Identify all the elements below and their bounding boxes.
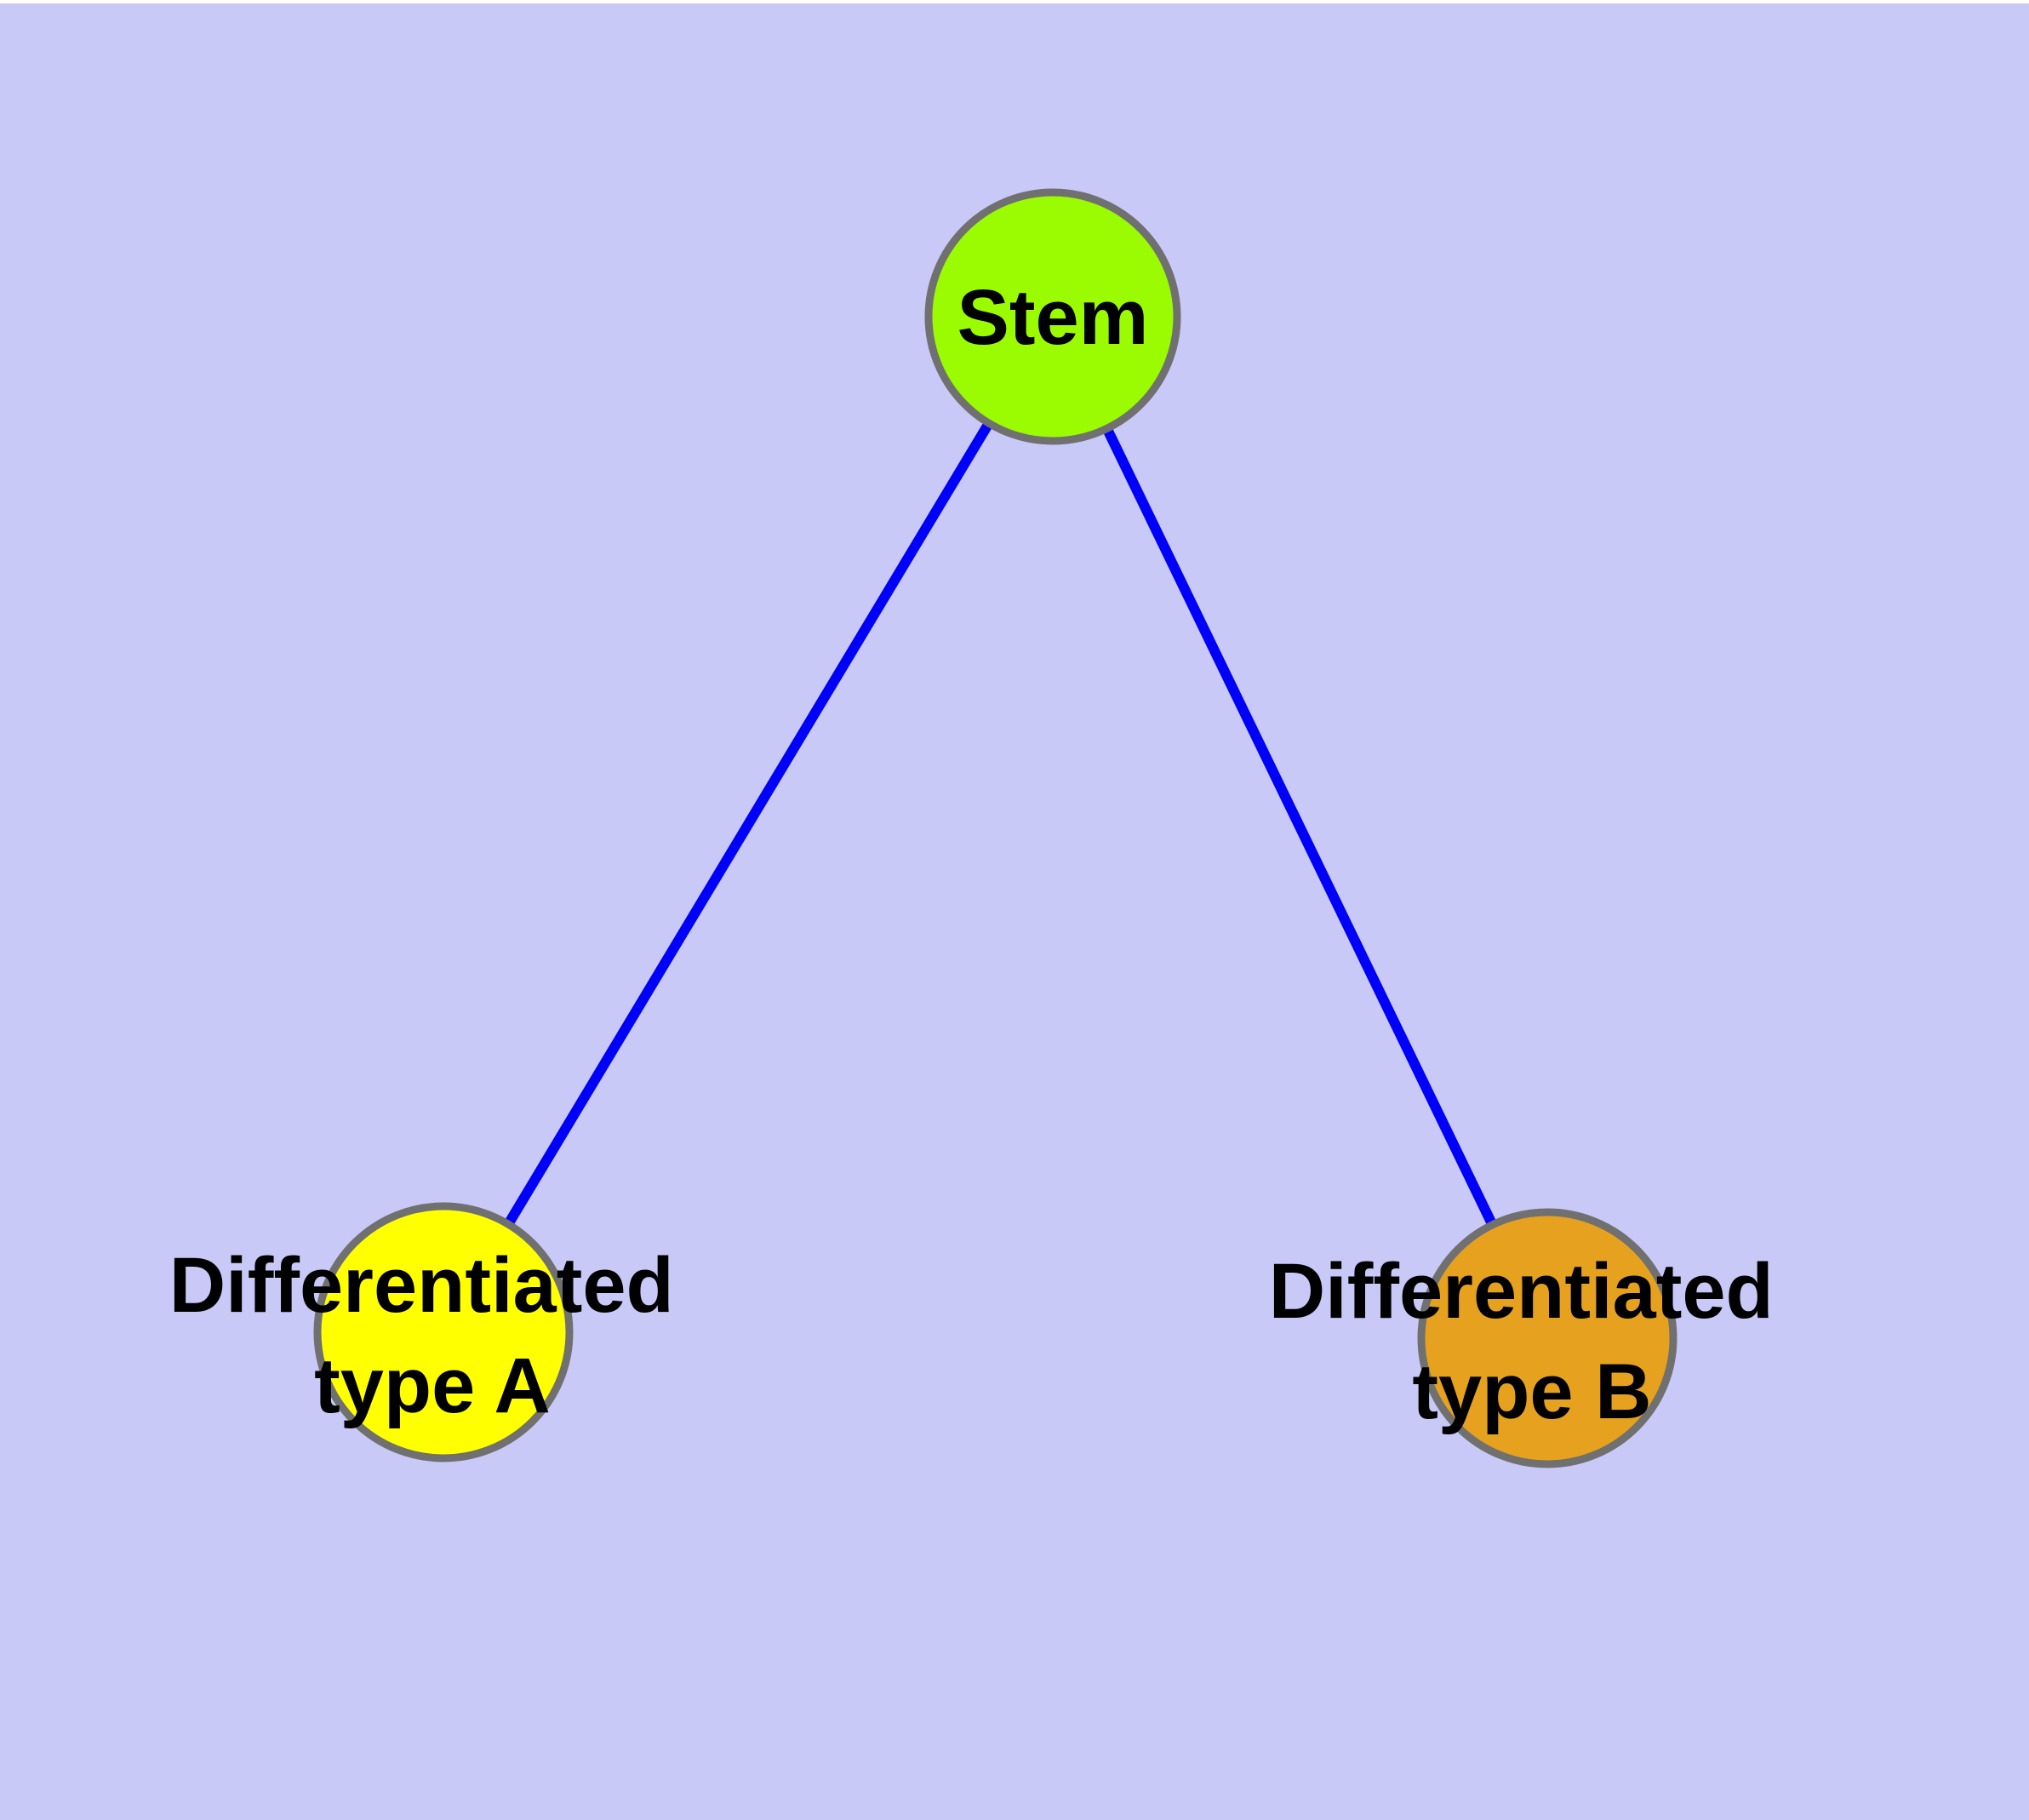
- node-differentiated-type-b: Differentiated type B: [1269, 1208, 1796, 1468]
- node-type-a-circle: [313, 1202, 574, 1462]
- node-type-b-label-line1: Differentiated: [1269, 1248, 1774, 1335]
- node-type-a-label: Differentiated type A: [169, 1242, 696, 1429]
- edges: [438, 313, 1552, 1341]
- node-type-b-label: Differentiated type B: [1269, 1248, 1796, 1435]
- node-differentiated-type-a: Differentiated type A: [169, 1202, 696, 1462]
- node-type-a-label-line2: type A: [314, 1342, 551, 1429]
- edge-stem-to-type-b: [1048, 314, 1552, 1341]
- node-type-a-label-line1: Differentiated: [169, 1242, 674, 1329]
- edge-stem-to-type-a: [438, 313, 1058, 1336]
- node-type-b-label-line2: type B: [1412, 1348, 1651, 1435]
- node-stem-circle: [924, 188, 1181, 445]
- node-type-b-circle: [1417, 1208, 1677, 1468]
- node-stem-label: Stem: [957, 274, 1149, 361]
- node-stem: Stem: [924, 188, 1181, 445]
